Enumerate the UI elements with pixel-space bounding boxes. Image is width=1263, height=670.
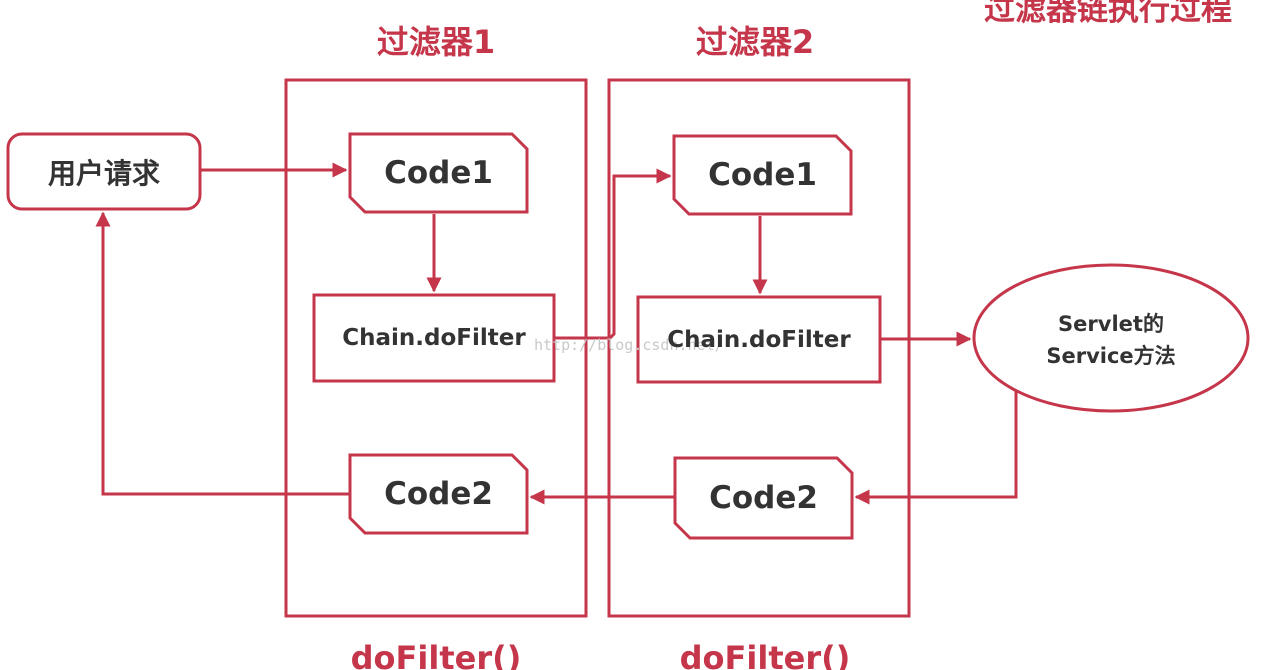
filter2-title: 过滤器2 bbox=[695, 23, 815, 61]
f2-code2-label: Code2 bbox=[709, 480, 818, 516]
f1-code2-label: Code2 bbox=[384, 476, 493, 512]
user-request-label: 用户请求 bbox=[47, 156, 160, 190]
filter1-method: doFilter() bbox=[350, 639, 522, 670]
filter1-container bbox=[284, 78, 588, 618]
f2-code1-box bbox=[672, 134, 853, 216]
filter1-title: 过滤器1 bbox=[376, 23, 496, 61]
f2-code1-label: Code1 bbox=[708, 157, 817, 193]
f1-code1-label: Code1 bbox=[384, 155, 493, 191]
watermark: http://blog.csdn.net/ bbox=[534, 336, 724, 354]
f1-code1-box bbox=[348, 132, 529, 214]
f2-chain-label: Chain.doFilter bbox=[667, 326, 851, 353]
arrow-servlet-to-f2-code2 bbox=[854, 390, 1018, 505]
f1-chain-box bbox=[312, 293, 556, 383]
filter2-method: doFilter() bbox=[679, 639, 851, 670]
page-title-partial: 过滤器链执行过程 bbox=[984, 0, 1232, 28]
filter2-container bbox=[607, 78, 911, 618]
arrow-f1-chain-to-f2-code1 bbox=[554, 168, 672, 340]
servlet-ellipse bbox=[972, 263, 1250, 413]
f2-code2-box bbox=[673, 456, 854, 540]
servlet-label-line2: Service方法 bbox=[1046, 344, 1176, 368]
arrow-f1-code2-to-request bbox=[95, 211, 350, 496]
servlet-label-line1: Servlet的 bbox=[1058, 312, 1164, 336]
f1-chain-label: Chain.doFilter bbox=[342, 325, 526, 351]
f1-code2-box bbox=[348, 453, 529, 535]
